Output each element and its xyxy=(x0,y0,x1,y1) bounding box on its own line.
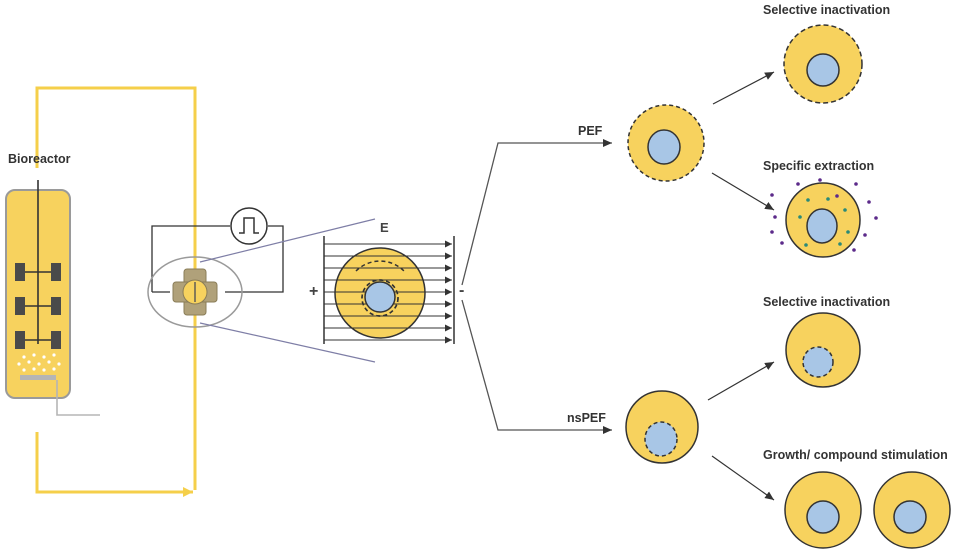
impeller-bottom xyxy=(15,331,61,349)
impeller-middle xyxy=(15,297,61,315)
treatment-chamber-icon xyxy=(147,256,243,328)
zoom-lines xyxy=(199,218,376,363)
label-minus: - xyxy=(459,282,465,299)
electric-field-illustration xyxy=(323,236,455,344)
square-pulse-icon xyxy=(230,207,268,245)
label-pef: PEF xyxy=(578,124,603,138)
label-growth-stimulation: Growth/ compound stimulation xyxy=(763,448,948,462)
intracellular-particles xyxy=(798,197,850,247)
cell-selective-inactivation-top xyxy=(783,24,863,104)
cell-specific-extraction xyxy=(770,178,878,258)
gas-line xyxy=(56,380,100,416)
pulse-circuit xyxy=(151,207,284,293)
label-field-e: E xyxy=(380,220,389,235)
cell-growth-stimulation-2 xyxy=(873,471,951,549)
field-cell-nucleus xyxy=(364,281,396,313)
bioreactor-vessel xyxy=(5,180,100,416)
nspef-cell xyxy=(625,390,699,464)
cell-selective-inactivation-bottom xyxy=(785,312,861,388)
cell-growth-stimulation-1 xyxy=(784,471,862,549)
label-nspef: nsPEF xyxy=(567,411,606,425)
label-selective-inactivation-top: Selective inactivation xyxy=(763,3,891,17)
branch-lines xyxy=(461,139,612,434)
label-bioreactor: Bioreactor xyxy=(8,152,71,166)
label-specific-extraction: Specific extraction xyxy=(763,159,875,173)
extracted-compound-particles xyxy=(770,178,878,252)
outcome-arrows xyxy=(707,71,775,501)
label-selective-inactivation-bottom: Selective inactivation xyxy=(763,295,891,309)
gas-bubbles xyxy=(17,353,61,372)
label-plus: + xyxy=(309,283,319,300)
pef-cell xyxy=(627,104,705,182)
sparger xyxy=(20,375,56,380)
impeller-top xyxy=(15,263,61,281)
